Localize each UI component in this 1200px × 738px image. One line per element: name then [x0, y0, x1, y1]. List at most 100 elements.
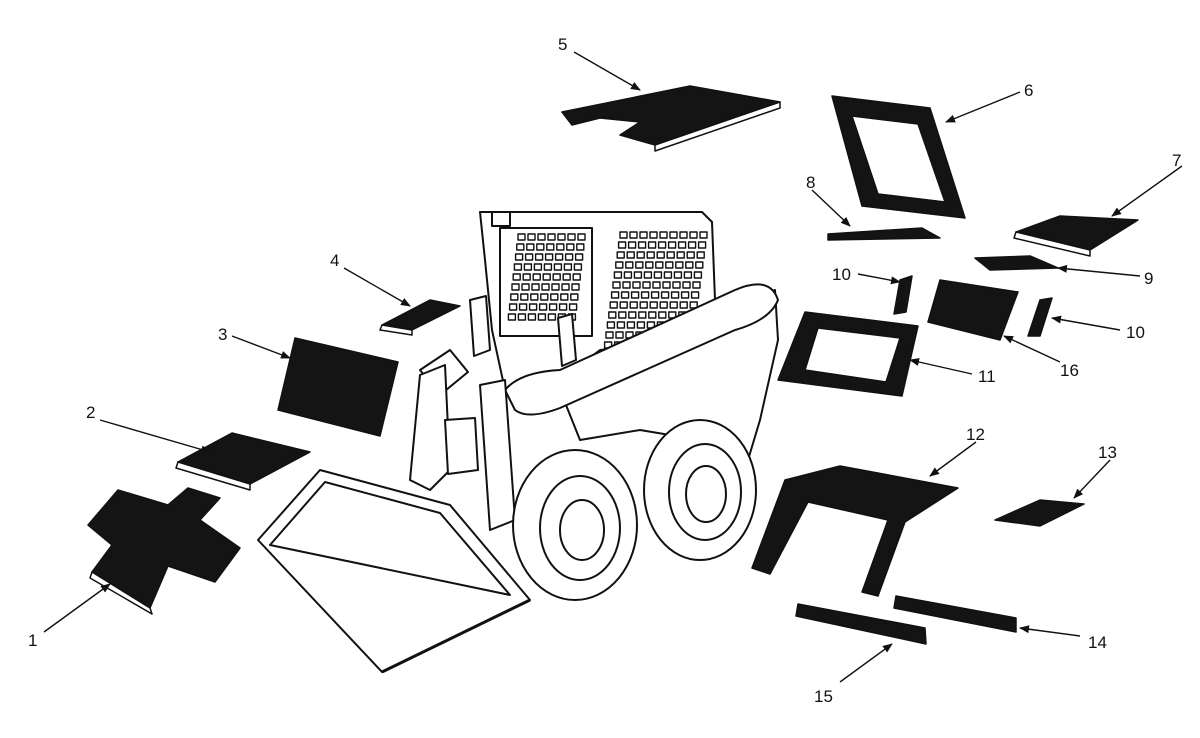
screen-mesh-hole [673, 271, 683, 279]
screen-mesh-hole [532, 273, 541, 281]
screen-mesh-hole [665, 261, 674, 269]
screen-mesh-hole [683, 271, 693, 279]
screen-mesh-hole [551, 283, 560, 291]
screen-mesh-hole [636, 321, 646, 329]
callout-2: 2 [86, 403, 95, 422]
screen-mesh-hole [699, 231, 708, 239]
screen-mesh-hole [646, 251, 655, 259]
screen-mesh-hole [632, 281, 641, 289]
screen-mesh-hole [558, 303, 568, 311]
screen-mesh-hole [518, 303, 528, 311]
screen-mesh-hole [679, 231, 688, 239]
screen-mesh-hole [639, 231, 648, 239]
screen-mesh-hole [620, 291, 630, 299]
callout-13: 13 [1098, 443, 1117, 462]
screen-mesh-hole [676, 251, 685, 259]
screen-mesh-hole [647, 241, 657, 249]
screen-mesh-hole [571, 283, 580, 291]
screen-mesh-hole [642, 281, 651, 289]
screen-mesh-hole [567, 233, 576, 241]
screen-mesh-hole [666, 251, 675, 259]
screen-mesh-hole [566, 243, 575, 251]
screen-mesh-hole [643, 271, 653, 279]
screen-mesh-hole [682, 281, 691, 289]
screen-mesh-hole [695, 261, 704, 269]
part-14-strip [893, 595, 1017, 633]
step-panel [444, 417, 479, 475]
screen-mesh-hole [679, 301, 688, 309]
screen-mesh-hole [517, 233, 526, 241]
lift-arm [504, 283, 779, 416]
part-6-glass [851, 115, 946, 203]
leader-13 [1073, 459, 1111, 499]
screen-mesh-hole [514, 253, 524, 261]
leader-5 [573, 51, 641, 91]
screen-mesh-hole [686, 251, 695, 259]
screen-mesh-hole [512, 273, 521, 281]
leader-7 [1111, 165, 1183, 217]
screen-mesh-hole [544, 253, 554, 261]
bucket-inner [269, 481, 511, 596]
screen-mesh-hole [696, 251, 705, 259]
screen-mesh-hole [653, 271, 663, 279]
screen-mesh-hole [658, 311, 667, 319]
part-16-panel [927, 279, 1019, 341]
callout-9: 9 [1144, 269, 1153, 288]
screen-mesh-hole [511, 283, 520, 291]
screen-mesh-hole [570, 293, 579, 301]
callout-14: 14 [1088, 633, 1107, 652]
leader-10a [857, 273, 901, 285]
callout-3: 3 [218, 325, 227, 344]
screen-mesh-hole [663, 271, 673, 279]
screen-mesh-hole [577, 233, 586, 241]
tire-rear [643, 419, 757, 561]
screen-mesh-hole [530, 293, 539, 301]
leader-6 [945, 91, 1021, 123]
screen-mesh-hole [669, 231, 678, 239]
screen-mesh-hole [662, 281, 671, 289]
screen-mesh-hole [537, 233, 546, 241]
part-5-edge [654, 101, 781, 152]
screen-mesh-hole [652, 281, 661, 289]
leader-4 [343, 267, 411, 307]
screen-mesh-hole [531, 283, 540, 291]
screen-mesh-hole [533, 263, 543, 271]
screen-mesh-hole [627, 241, 637, 249]
screen-mesh-hole [689, 231, 698, 239]
screen-mesh-hole [574, 253, 584, 261]
screen-mesh-hole [542, 273, 551, 281]
skid-steer-loader [257, 211, 779, 674]
screen-mesh-hole [629, 301, 638, 309]
screen-mesh-hole [633, 271, 643, 279]
screen-mesh-hole [669, 301, 678, 309]
screen-mesh-hole [626, 321, 636, 329]
leader-2 [99, 419, 211, 454]
screen-mesh-hole [507, 313, 517, 321]
front-pillar [409, 364, 451, 491]
screen-mesh-hole [672, 281, 681, 289]
screen-mesh-hole [572, 273, 581, 281]
callout-8: 8 [806, 173, 815, 192]
screen-mesh-hole [645, 261, 654, 269]
grab-handle-right [557, 313, 577, 367]
part-5-panel [561, 85, 781, 146]
screen-mesh-hole [527, 233, 536, 241]
screen-mesh-hole [616, 321, 626, 329]
callout-10a: 10 [832, 265, 851, 284]
leader-8 [811, 189, 851, 227]
screen-mesh-hole [608, 311, 617, 319]
screen-mesh-hole [534, 253, 544, 261]
screen-mesh-hole [516, 243, 525, 251]
screen-mesh-hole [626, 251, 635, 259]
screen-mesh-hole [537, 313, 547, 321]
tire-front [512, 449, 638, 601]
part-12-floor [751, 465, 959, 597]
screen-mesh-hole [615, 331, 624, 339]
screen-mesh-hole [680, 291, 690, 299]
screen-mesh-hole [623, 271, 633, 279]
callout-7: 7 [1172, 151, 1181, 170]
screen-mesh-hole [522, 273, 531, 281]
screen-mesh-hole [521, 283, 530, 291]
part-10b-strip [1027, 297, 1053, 337]
